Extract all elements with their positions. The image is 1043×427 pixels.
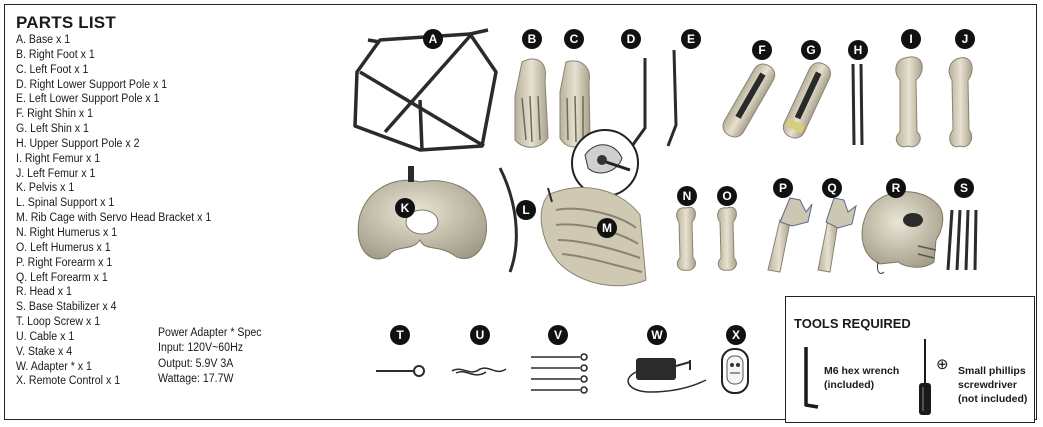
badge-x: X [726,325,746,345]
part-item-m: M. Rib Cage with Servo Head Bracket x 1 [16,212,212,225]
right-foot [514,58,549,148]
badge-p: P [773,178,793,198]
parts-list: A. Base x 1 B. Right Foot x 1 C. Left Fo… [16,33,228,389]
part-item-g: G. Left Shin x 1 [16,123,89,136]
badge-q: Q [822,178,842,198]
badge-v: V [548,325,568,345]
part-item-o: O. Left Humerus x 1 [16,241,111,254]
badge-k: K [395,198,415,218]
hex-wrench-label-line1: M6 hex wrench [824,365,900,377]
screwdriver-label-line1: Small phillips [958,365,1026,377]
badge-h: H [848,40,868,60]
remote-control [721,348,749,394]
part-item-j: J. Left Femur x 1 [16,167,96,180]
upper-support-poles [851,63,864,146]
part-item-q: Q. Left Forearm x 1 [16,271,108,284]
screwdriver-label-line3: (not included) [958,393,1028,405]
right-humerus [676,206,696,271]
badge-j: J [955,29,975,49]
part-item-i: I. Right Femur x 1 [16,152,101,165]
screwdriver-label-line2: screwdriver [958,379,1017,391]
badge-s: S [954,178,974,198]
right-lower-pole [630,58,647,147]
badge-g: G [801,40,821,60]
left-shin [782,62,831,139]
screwdriver-label: Small phillips screwdriver (not included… [958,364,1027,406]
badge-f: F [752,40,772,60]
right-femur [895,56,923,148]
part-item-s: S. Base Stabilizer x 4 [16,301,117,314]
servo-detail-circle [571,129,639,197]
screwdriver-icon [919,339,931,415]
badge-e: E [681,29,701,49]
badge-o: O [717,186,737,206]
badge-t: T [390,325,410,345]
hex-wrench-label-line2: (included) [824,379,875,391]
right-forearm [767,197,813,273]
power-spec-output: Output: 5.9V 3A [158,357,234,370]
part-item-e: E. Left Lower Support Pole x 1 [16,93,160,106]
part-item-k: K. Pelvis x 1 [16,182,75,195]
loop-screw [376,365,425,377]
badge-c: C [564,29,584,49]
part-item-b: B. Right Foot x 1 [16,48,95,61]
hex-wrench-label: M6 hex wrench (included) [824,364,899,392]
part-item-d: D. Right Lower Support Pole x 1 [16,78,168,91]
tools-required-title: TOOLS REQUIRED [794,316,911,331]
power-spec-title: Power Adapter * Spec [158,327,262,339]
hex-wrench-icon [804,347,819,409]
phillips-symbol-icon: ⊕ [936,356,949,373]
skull [861,191,944,275]
badge-i: I [901,29,921,49]
part-item-p: P. Right Forearm x 1 [16,256,113,269]
stakes [531,353,588,394]
badge-u: U [470,325,490,345]
badge-n: N [677,186,697,206]
left-humerus [717,206,737,271]
part-item-x: X. Remote Control x 1 [16,375,121,388]
part-item-a: A. Base x 1 [16,34,71,46]
part-item-r: R. Head x 1 [16,286,72,299]
parts-list-title: PARTS LIST [16,13,116,32]
pelvis [357,166,487,260]
badge-w: W [647,325,667,345]
left-femur [948,57,973,148]
part-item-w: W. Adapter * x 1 [16,360,92,373]
badge-a: A [423,29,443,49]
power-adapter [627,358,707,393]
base-frame [353,28,498,152]
power-spec-wattage: Wattage: 17.7W [158,372,234,385]
right-shin [722,63,776,138]
cable [451,367,507,376]
spinal-support [498,167,518,273]
part-item-c: C. Left Foot x 1 [16,63,89,76]
part-item-h: H. Upper Support Pole x 2 [16,137,140,150]
part-item-u: U. Cable x 1 [16,330,75,343]
badge-d: D [621,29,641,49]
rib-cage [540,187,647,287]
part-item-n: N. Right Humerus x 1 [16,226,118,239]
part-item-t: T. Loop Screw x 1 [16,316,101,329]
tools-required-box: TOOLS REQUIRED M6 hex wrench (included) … [785,296,1035,423]
badge-m: M [597,218,617,238]
page-frame [4,4,1037,420]
power-spec-input: Input: 120V~60Hz [158,342,243,355]
badge-r: R [886,178,906,198]
left-foot [559,60,591,148]
left-forearm [817,197,857,273]
power-adapter-spec: Power Adapter * Spec Input: 120V~60Hz Ou… [158,326,271,387]
badge-b: B [522,29,542,49]
part-item-f: F. Right Shin x 1 [16,108,94,121]
badge-l: L [516,200,536,220]
base-stabilizers [946,209,978,271]
part-item-l: L. Spinal Support x 1 [16,197,115,210]
part-item-v: V. Stake x 4 [16,345,73,358]
left-lower-pole [666,49,678,147]
